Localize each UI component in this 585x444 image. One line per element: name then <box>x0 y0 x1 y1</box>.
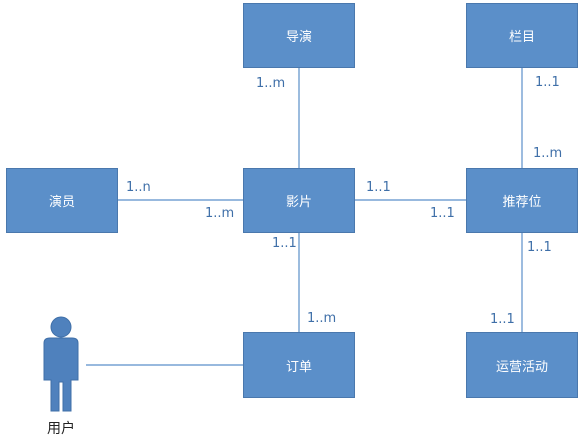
entity-film[interactable]: 影片 <box>243 168 355 233</box>
entity-director[interactable]: 导演 <box>243 3 355 68</box>
mult-actor-end: 1..n <box>126 180 151 195</box>
user-actor-icon <box>43 316 79 412</box>
mult-column-end: 1..1 <box>535 75 560 90</box>
mult-order-film-end: 1..m <box>307 311 337 326</box>
mult-slot-op-end: 1..1 <box>527 240 552 255</box>
user-actor-label: 用户 <box>47 421 75 437</box>
entity-director-label: 导演 <box>285 30 312 45</box>
entity-slot-label: 推荐位 <box>502 195 542 210</box>
entity-column-label: 栏目 <box>508 30 535 45</box>
mult-op-slot-end: 1..1 <box>490 312 515 327</box>
entity-film-label: 影片 <box>285 195 312 210</box>
entity-order-label: 订单 <box>285 359 312 375</box>
mult-film-slot-end: 1..1 <box>366 180 391 195</box>
mult-slot-column-end: 1..m <box>533 146 563 161</box>
entity-operation[interactable]: 运营活动 <box>466 332 578 398</box>
entity-order[interactable]: 订单 <box>243 332 355 398</box>
entity-slot[interactable]: 推荐位 <box>466 168 578 233</box>
mult-film-actor-end: 1..m <box>205 206 235 221</box>
entity-operation-label: 运营活动 <box>495 359 548 375</box>
mult-film-order-end: 1..1 <box>272 236 297 251</box>
entity-actor[interactable]: 演员 <box>6 168 118 233</box>
entity-column[interactable]: 栏目 <box>466 3 578 68</box>
entity-actor-label: 演员 <box>48 195 75 210</box>
mult-slot-film-end: 1..1 <box>430 206 455 221</box>
mult-director-film: 1..m <box>256 76 286 91</box>
